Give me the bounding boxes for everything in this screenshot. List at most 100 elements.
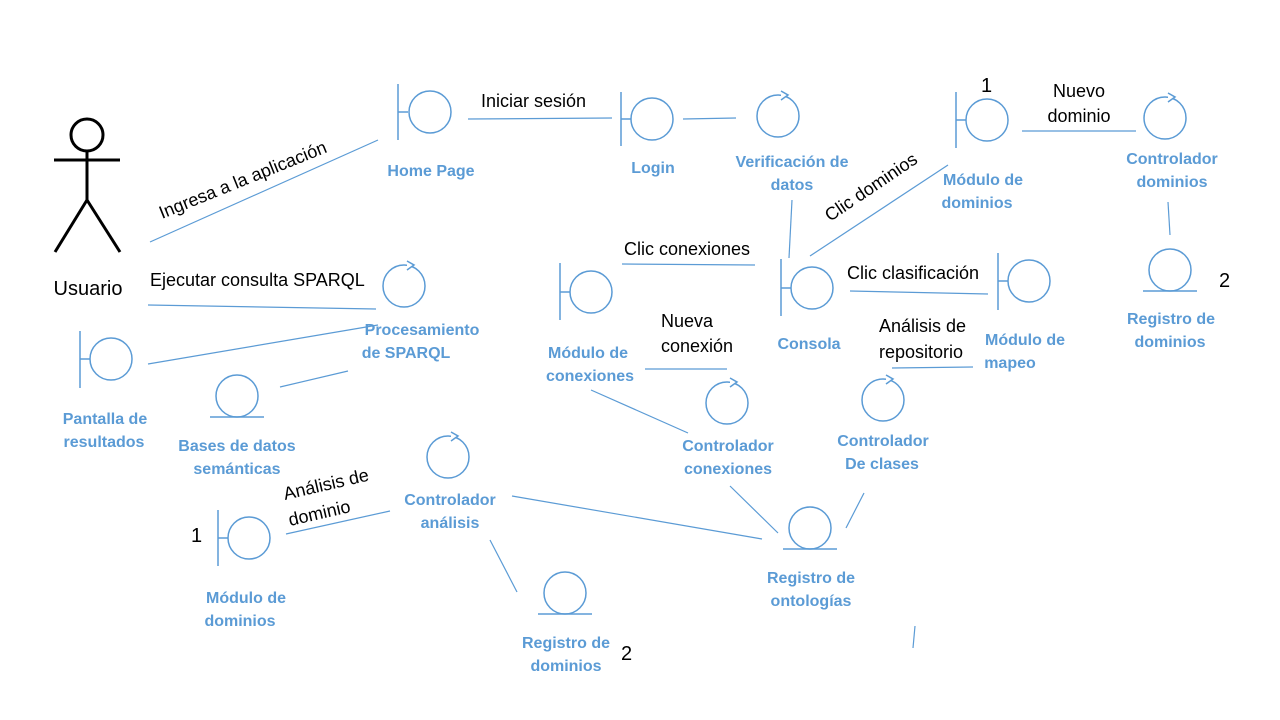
actor-head <box>69 117 105 153</box>
actor-usuario: Usuario <box>53 117 123 300</box>
element-label: Bases de datos <box>178 438 295 455</box>
entity-registro-dominios-right: Registro de dominios <box>1127 248 1215 351</box>
element-label: resultados <box>64 434 145 451</box>
control-icon <box>382 264 426 308</box>
boundary-icon <box>89 337 133 381</box>
connector-consola-modulo-dominios <box>809 164 949 257</box>
connector-registro-ontologias-tail <box>912 625 916 649</box>
flow-labels: Ingresa a la aplicación Iniciar sesión N… <box>150 81 1111 530</box>
boundary-modulo-mapeo: Módulo de mapeo <box>984 253 1065 372</box>
element-label: Registro de <box>1127 311 1215 328</box>
boundary-icon <box>630 97 674 141</box>
connectors <box>147 117 1171 649</box>
element-label: Controlador <box>837 433 929 450</box>
connector-analisis-registro-dominios <box>489 539 518 593</box>
control-controlador-analisis: Controlador análisis <box>404 431 496 532</box>
connector-usuario-home <box>149 139 379 243</box>
marker-top-module: 1 <box>981 75 992 97</box>
boundary-modulo-conexiones: Módulo de conexiones <box>546 263 634 385</box>
element-label: de SPARQL <box>362 345 451 362</box>
element-label: Consola <box>777 336 840 353</box>
element-label: Módulo de <box>943 172 1023 189</box>
control-arrow <box>885 374 895 385</box>
connector-conexiones-controlador-conexiones <box>590 389 689 434</box>
element-label: semánticas <box>193 461 280 478</box>
control-verificacion-datos: Verificación de datos <box>736 90 849 194</box>
boundary-icon <box>1007 259 1051 303</box>
connector-procesamiento-bases <box>279 370 349 388</box>
element-label: Home Page <box>387 163 474 180</box>
boundary-modulo-dominios-bottom: Módulo de dominios <box>204 510 286 630</box>
control-controlador-dominios: Controlador dominios <box>1126 92 1218 191</box>
connector-controlador-clases-registro <box>845 492 865 529</box>
element-label: Verificación de <box>736 154 849 171</box>
entity-registro-dominios-bottom: Registro de dominios <box>522 571 610 675</box>
boundary-login: Login <box>620 92 675 177</box>
boundary-home-page: Home Page <box>387 84 475 180</box>
connector-home-login <box>467 117 613 120</box>
element-label: Módulo de <box>206 590 286 607</box>
entity-bases-datos: Bases de datos semánticas <box>178 374 296 478</box>
flow-label-nuevo-dominio: dominio <box>1047 106 1110 126</box>
actor-label: Usuario <box>54 278 123 300</box>
control-controlador-clases: Controlador De clases <box>837 374 929 473</box>
control-icon <box>426 435 470 479</box>
marker-right-registry: 2 <box>1219 270 1230 292</box>
entity-icon <box>215 374 259 418</box>
markers: 1 2 1 2 <box>191 75 1230 665</box>
element-label: Registro de <box>767 570 855 587</box>
actor-left-leg <box>53 199 89 253</box>
element-label: Controlador <box>682 438 774 455</box>
control-icon <box>861 378 905 422</box>
connector-controlador-conexiones-registro <box>729 485 779 534</box>
boundary-icon <box>227 516 271 560</box>
control-arrow <box>729 377 739 388</box>
actor-right-leg <box>85 199 122 253</box>
element-label: Controlador <box>404 492 496 509</box>
marker-bottom-module: 1 <box>191 525 202 547</box>
boundary-icon <box>569 270 613 314</box>
flow-label-iniciar-sesion: Iniciar sesión <box>481 91 586 111</box>
control-arrow <box>1167 92 1177 103</box>
control-arrow <box>780 90 790 101</box>
element-label: Registro de <box>522 635 610 652</box>
entity-icon <box>543 571 587 615</box>
element-label: Login <box>631 160 675 177</box>
boundary-icon <box>408 90 452 134</box>
element-label: dominios <box>204 613 275 630</box>
flow-label-analisis-dominio: Análisis de <box>281 465 370 504</box>
element-label: Controlador <box>1126 151 1218 168</box>
connector-pantalla-procesamiento <box>147 324 379 365</box>
flow-label-clic-conexiones: Clic conexiones <box>624 239 750 259</box>
element-label: dominios <box>1136 174 1207 191</box>
element-label: De clases <box>845 456 919 473</box>
boundary-pantalla-resultados: Pantalla de resultados <box>63 331 148 451</box>
element-label: Pantalla de <box>63 411 148 428</box>
flow-label-clic-clasificacion: Clic clasificación <box>847 263 979 283</box>
boundary-icon <box>790 266 834 310</box>
flow-label-analisis-repositorio: Análisis de <box>879 316 966 336</box>
connector-usuario-procesamiento <box>147 304 377 310</box>
control-controlador-conexiones: Controlador conexiones <box>682 377 774 478</box>
element-label: mapeo <box>984 355 1036 372</box>
element-label: Módulo de <box>985 332 1065 349</box>
connector-analisis-registro-ontologias <box>511 495 763 540</box>
connector-verificacion-consola <box>788 199 793 259</box>
element-label: conexiones <box>684 461 772 478</box>
entity-icon <box>1148 248 1192 292</box>
element-label: dominios <box>941 195 1012 212</box>
flow-label-nueva-conexion: conexión <box>661 336 733 356</box>
element-label: dominios <box>530 658 601 675</box>
element-label: datos <box>771 177 814 194</box>
element-label: dominios <box>1134 334 1205 351</box>
element-label: Procesamiento <box>365 322 480 339</box>
entity-registro-ontologias: Registro de ontologías <box>767 506 855 610</box>
connector-conexiones-consola <box>621 263 756 266</box>
boundary-icon <box>965 98 1009 142</box>
boundary-modulo-dominios-top: Módulo de dominios <box>941 92 1023 212</box>
marker-bottom-registry: 2 <box>621 643 632 665</box>
element-label: conexiones <box>546 368 634 385</box>
element-label: ontologías <box>771 593 852 610</box>
flow-label-nueva-conexion: Nueva <box>661 311 714 331</box>
